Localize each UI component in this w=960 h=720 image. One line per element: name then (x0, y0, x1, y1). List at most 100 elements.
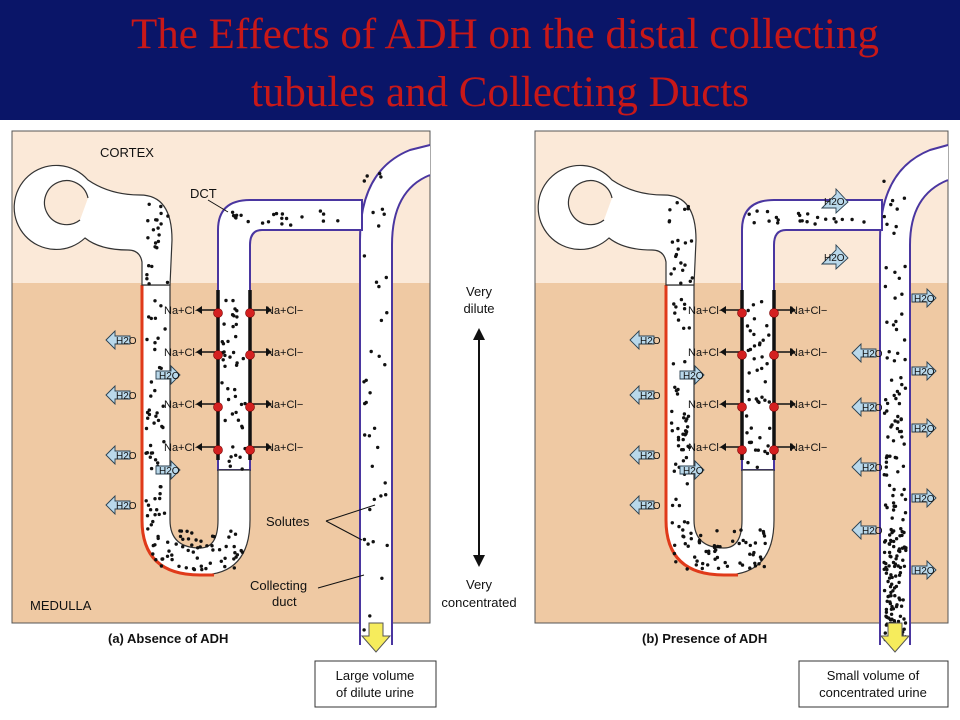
solute-dot (695, 559, 699, 563)
solute-dot (892, 564, 897, 569)
solute-dot (894, 557, 898, 561)
solute-dot (154, 414, 158, 418)
solute-dot (682, 302, 687, 306)
ion-label: Na+Cl− (790, 305, 827, 317)
solute-dot (166, 540, 170, 544)
solute-dot (147, 315, 151, 319)
solute-dot (191, 550, 195, 554)
solute-dot (158, 496, 162, 501)
solute-dot (674, 252, 679, 257)
solute-dot (231, 298, 235, 303)
solute-dot (379, 494, 383, 498)
solute-dot (235, 309, 239, 313)
solute-dot (145, 273, 149, 277)
water-label: H2O (914, 566, 935, 577)
solute-dot (362, 254, 367, 258)
water-arrow-icon (820, 187, 849, 215)
solute-dot (246, 219, 250, 224)
solute-dot (274, 211, 279, 216)
solute-dot (758, 436, 762, 440)
solute-dot (891, 508, 896, 512)
solute-dot (901, 558, 905, 562)
ion-pump-dot (737, 445, 747, 455)
solute-dot (673, 311, 677, 315)
solute-dot (763, 541, 767, 546)
ion-label: Na+Cl− (688, 442, 725, 454)
caption-b: (b) Presence of ADH (642, 631, 767, 646)
solute-dot (689, 537, 693, 541)
solute-dot (151, 543, 155, 548)
solute-dot (676, 438, 681, 442)
solute-dot (151, 519, 155, 524)
solute-dot (150, 264, 154, 269)
solute-dot (713, 557, 717, 561)
ion-label: Na+Cl− (790, 442, 827, 454)
solute-dot (745, 431, 749, 435)
solute-dot (889, 425, 893, 429)
solute-dot (159, 564, 164, 568)
solute-dot (230, 412, 235, 416)
solute-dot (903, 511, 908, 515)
solute-dot (673, 385, 677, 389)
result-a-line-1: Large volume (336, 668, 415, 683)
ion-label: Na+Cl− (790, 399, 827, 411)
solute-dot (238, 455, 242, 459)
solute-dot (806, 212, 810, 216)
solute-dot (901, 464, 906, 468)
solute-dot (888, 601, 893, 606)
water-label: H2O (640, 336, 661, 347)
water-label: H2O (640, 451, 661, 462)
solute-dot (758, 341, 762, 345)
concentration-scale: Very dilute Very concentrated (441, 284, 516, 610)
solute-dot (897, 547, 902, 551)
solute-dot (886, 579, 890, 584)
solute-dot (903, 357, 907, 362)
solutes-label: Solutes (266, 514, 310, 529)
solute-dot (815, 215, 820, 220)
solute-dot (364, 378, 368, 382)
solute-dot (896, 414, 900, 419)
solute-dot (893, 270, 897, 274)
solute-dot (149, 380, 154, 384)
solute-dot (756, 448, 760, 452)
solute-dot (899, 527, 903, 531)
solute-dot (765, 209, 770, 214)
solute-dot (889, 539, 893, 543)
solute-dot (156, 461, 160, 465)
water-label: H2O (914, 494, 935, 505)
solute-dot (889, 202, 893, 207)
solute-dot (280, 216, 284, 220)
solute-dot (688, 279, 692, 283)
solute-dot (321, 219, 326, 223)
solute-dot (669, 272, 673, 276)
solute-dot (897, 429, 902, 434)
water-label: H2O (683, 466, 704, 477)
water-label: H2O (116, 451, 137, 462)
solute-dot (161, 557, 165, 561)
solute-dot (377, 224, 381, 228)
solute-dot (181, 545, 185, 549)
solute-dot (884, 571, 889, 575)
water-arrow-icon (820, 243, 849, 271)
solute-dot (885, 567, 889, 572)
solute-dot (239, 402, 244, 407)
solute-dot (372, 426, 377, 430)
result-box-a (314, 660, 437, 708)
solute-dot (364, 400, 368, 405)
solute-dot (746, 460, 750, 465)
solute-dot (230, 210, 235, 214)
solute-dot (223, 564, 227, 569)
solute-dot (152, 421, 156, 425)
solute-dot (900, 312, 904, 316)
solute-dot (889, 573, 893, 577)
solute-dot (241, 356, 245, 361)
solute-dot (676, 247, 680, 251)
solute-dot (177, 564, 181, 568)
solute-dot (367, 434, 372, 438)
solute-dot (894, 224, 898, 229)
solute-dot (145, 410, 150, 415)
solute-dot (768, 426, 772, 430)
solute-dot (891, 323, 896, 327)
solute-dot (156, 418, 161, 423)
solute-dot (148, 443, 153, 448)
